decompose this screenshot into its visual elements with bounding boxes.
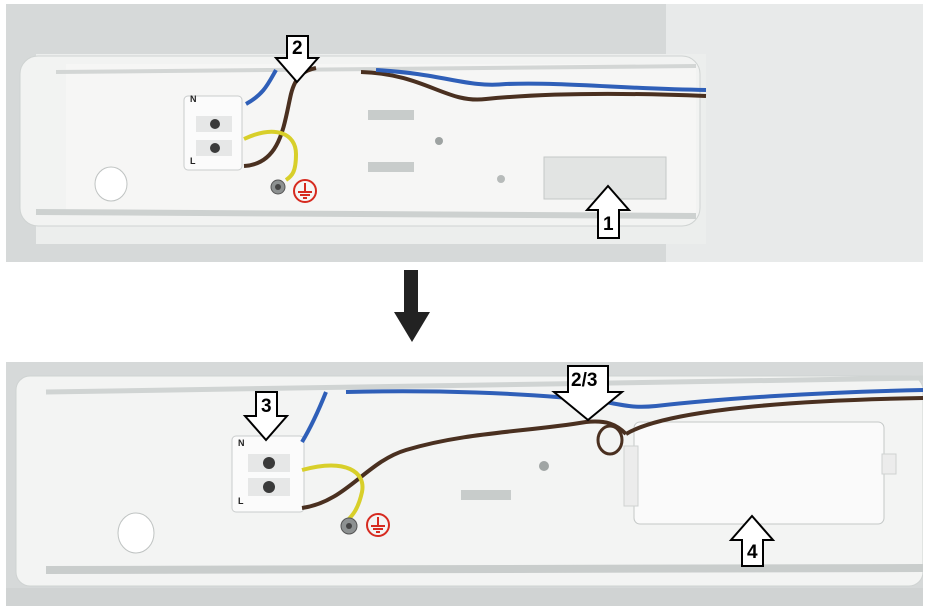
callout-arrow-icon xyxy=(551,365,625,422)
earth-ground-icon xyxy=(366,513,390,537)
bottom-photo: N L 3 2/3 xyxy=(6,362,923,606)
callout-1: 1 xyxy=(603,214,614,235)
top-terminal-l: L xyxy=(190,156,196,166)
callout-arrow-icon xyxy=(584,184,632,239)
callout-2: 2 xyxy=(292,38,303,59)
callout-4: 4 xyxy=(747,542,758,563)
callout-arrow-icon xyxy=(273,35,321,84)
earth-ground-icon xyxy=(293,179,317,203)
bottom-terminal-n: N xyxy=(238,438,245,448)
top-photo-scene: N L 2 1 xyxy=(6,4,923,262)
callout-arrow-icon xyxy=(242,391,290,442)
callout-2-3: 2/3 xyxy=(571,370,597,391)
bottom-terminal-l: L xyxy=(238,496,244,506)
callout-3: 3 xyxy=(261,396,272,417)
callout-arrow-icon xyxy=(728,514,776,567)
top-photo: N L 2 1 xyxy=(6,4,923,262)
bottom-photo-scene: N L 3 2/3 xyxy=(6,362,923,606)
down-arrow-icon xyxy=(394,270,430,342)
top-terminal-n: N xyxy=(190,94,197,104)
